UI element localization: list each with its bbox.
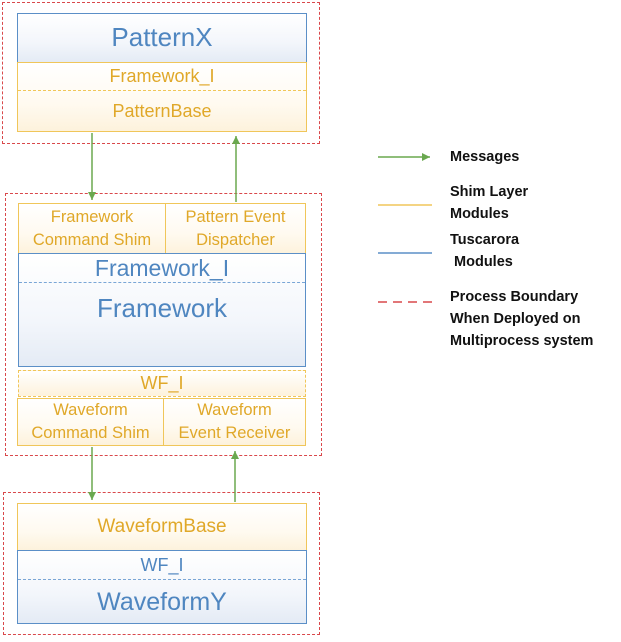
legend-tuscarora-line1: Tuscarora — [450, 232, 520, 248]
framework-command-shim-line1: Framework — [50, 208, 134, 227]
legend-shim-label: Shim Layer Modules — [450, 181, 528, 225]
pattern-event-dispatcher-line2: Dispatcher — [196, 231, 275, 249]
waveformy-module: WF_I WaveformY — [17, 550, 307, 624]
patternx-label: PatternX — [111, 22, 213, 53]
process-boundary-middle — [5, 193, 322, 456]
legend-tuscarora-line2: Modules — [450, 254, 513, 270]
wf-i-label-middle: WF_I — [140, 373, 184, 394]
patternx-module: PatternX — [17, 13, 307, 63]
framework-i-label-top: Framework_I — [109, 66, 215, 87]
waveform-command-shim-line1: Waveform — [53, 401, 128, 420]
waveform-event-receiver-line1: Waveform — [197, 401, 272, 420]
interface-divider — [18, 90, 306, 91]
waveformy-label-box: WaveformY — [18, 582, 306, 622]
waveform-command-shim-line2: Command Shim — [31, 424, 150, 442]
waveform-event-receiver-line2: Event Receiver — [178, 424, 291, 442]
legend-boundary-line2: When Deployed on — [450, 311, 581, 327]
legend-tuscarora-label: Tuscarora Modules — [450, 229, 519, 273]
legend-shim-line2: Modules — [450, 206, 509, 222]
framework-i-interface-top: Framework_I — [18, 63, 306, 90]
process-boundary-top — [2, 2, 320, 144]
framework-command-shim-line2: Command Shim — [32, 231, 152, 249]
interface-divider — [19, 282, 305, 283]
framework-label-box: Framework — [19, 286, 305, 332]
framework-module: Framework_I Framework — [18, 253, 306, 367]
wf-i-interface-middle: WF_I — [18, 370, 306, 397]
patternbase-shim-module: Framework_I PatternBase — [17, 62, 307, 132]
legend-boundary-line3: Multiprocess system — [450, 333, 594, 349]
waveformbase-label: WaveformBase — [97, 516, 227, 538]
waveform-event-receiver: Waveform Event Receiver — [163, 398, 306, 446]
legend-boundary-label: Process Boundary When Deployed on Multip… — [450, 286, 593, 352]
framework-i-label-middle: Framework_I — [94, 254, 230, 281]
wf-i-interface-bottom: WF_I — [18, 551, 306, 579]
framework-label: Framework — [96, 293, 227, 324]
patternbase-label: PatternBase — [112, 100, 212, 121]
legend-messages-text: Messages — [450, 149, 520, 165]
waveformy-label: WaveformY — [97, 587, 227, 616]
patternbase-label-box: PatternBase — [18, 91, 306, 131]
waveformbase-module: WaveformBase — [17, 503, 307, 551]
pattern-event-dispatcher: Pattern Event Dispatcher — [165, 203, 306, 255]
pattern-event-dispatcher-line1: Pattern Event — [185, 208, 286, 227]
process-boundary-bottom — [3, 492, 320, 635]
interface-divider — [18, 579, 306, 580]
waveform-command-shim: Waveform Command Shim — [17, 398, 164, 446]
framework-i-interface-middle: Framework_I — [19, 254, 305, 282]
wf-i-label-bottom: WF_I — [140, 554, 184, 575]
legend-messages-label: Messages — [450, 146, 519, 168]
legend-boundary-line1: Process Boundary — [450, 289, 579, 305]
legend-shim-line1: Shim Layer — [450, 184, 529, 200]
